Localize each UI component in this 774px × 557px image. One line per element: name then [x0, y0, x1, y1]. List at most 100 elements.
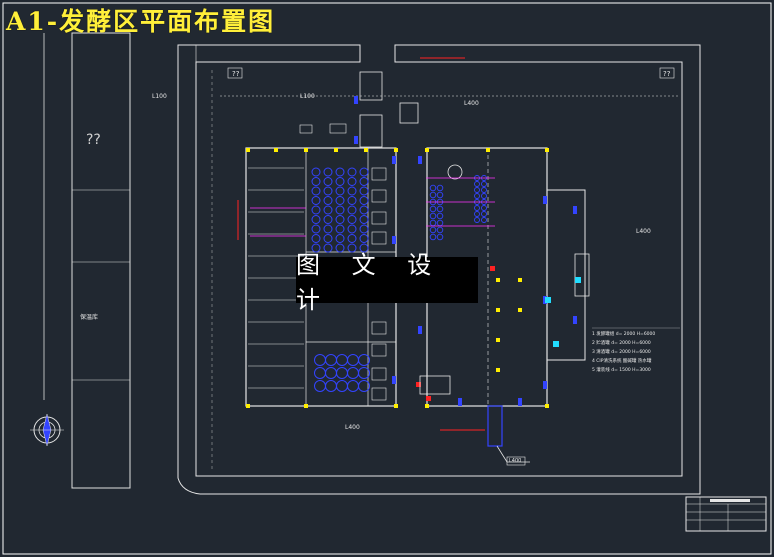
road-block-left — [71, 32, 131, 489]
column-marker — [394, 404, 398, 408]
drawing-title: A1-发酵区平面布置图 — [6, 7, 276, 36]
tank-circle — [323, 234, 333, 243]
tank-circle — [323, 196, 333, 205]
column-marker — [545, 148, 549, 152]
road-label: 保温库 — [80, 314, 99, 321]
tank-circle — [358, 380, 370, 392]
wall-marker — [354, 96, 358, 104]
valve-room — [399, 102, 419, 124]
dim-label-3: L400 — [464, 100, 479, 107]
tank-circle — [336, 354, 348, 366]
tank-circle — [335, 215, 345, 224]
tank-circle — [429, 184, 437, 192]
tank-circle — [323, 205, 333, 215]
tank-circle — [429, 212, 437, 220]
conveyor — [487, 405, 503, 447]
gate-label-box — [506, 456, 526, 466]
tank-circle — [359, 243, 369, 253]
column-marker — [394, 148, 398, 152]
legend-item: 1 发酵罐组 d= 2000 H=6000 — [592, 332, 656, 337]
pump-house — [359, 71, 383, 101]
tank-circle — [436, 184, 444, 192]
tank-circle — [474, 181, 480, 187]
dim-label-2: L100 — [300, 93, 315, 100]
tank-circle — [335, 243, 345, 253]
wall-marker — [418, 156, 422, 164]
column-marker — [496, 368, 500, 372]
tank-circle — [323, 215, 333, 224]
tank-circle — [359, 234, 369, 243]
parking-stripes — [248, 167, 304, 389]
dim-label-1: L100 — [152, 93, 167, 100]
wall-marker — [458, 398, 462, 406]
side-boxes — [371, 167, 387, 401]
tank-array-c — [429, 175, 487, 241]
column-marker — [304, 148, 308, 152]
tank-circle — [347, 354, 359, 366]
wall-marker — [392, 376, 396, 384]
tank-circle — [436, 233, 444, 241]
tank-circle — [347, 234, 357, 243]
tank-circle — [359, 177, 369, 186]
wall-marker — [573, 316, 577, 324]
tank-circle — [358, 367, 370, 379]
tank-circle — [474, 205, 480, 211]
column-marker — [496, 278, 500, 282]
tank-circle — [336, 367, 348, 379]
tank-circle — [429, 191, 437, 199]
tank-circle — [436, 205, 444, 213]
tank-circle — [311, 167, 321, 177]
tank-circle — [474, 217, 480, 223]
tank-circle — [311, 205, 321, 215]
tank-circle — [311, 215, 321, 224]
tank-circle — [335, 167, 345, 177]
watermark: 图 文 设 计 — [296, 251, 478, 314]
column-marker — [496, 308, 500, 312]
red-marker — [490, 266, 495, 271]
area-label-tr: ?? — [663, 70, 671, 78]
dim-label-6: L400 — [509, 458, 522, 464]
tank-circle — [347, 177, 357, 186]
equipment-marker — [575, 277, 581, 283]
tank-circle — [436, 226, 444, 234]
side-box — [371, 231, 387, 245]
column-marker — [274, 148, 278, 152]
tank-array-b — [314, 354, 370, 392]
tank-circle — [311, 186, 321, 196]
column-marker — [425, 404, 429, 408]
tank-circle — [335, 177, 345, 186]
tank-circle — [325, 367, 337, 379]
column-marker — [518, 278, 522, 282]
red-marker — [416, 382, 421, 387]
tank-circle — [325, 354, 337, 366]
north-arrow-icon — [30, 413, 64, 447]
side-box — [371, 189, 387, 203]
equipment-legend: 1 发酵罐组 d= 2000 H=6000 2 贮酒罐 d= 2000 H=60… — [592, 330, 655, 375]
small-box — [227, 67, 243, 79]
area-label-unknown: ?? — [86, 132, 101, 148]
tank-circle — [314, 367, 326, 379]
wall-marker — [543, 196, 547, 204]
column-marker — [518, 308, 522, 312]
column-marker — [364, 148, 368, 152]
tank-circle — [336, 380, 348, 392]
column-marker — [545, 404, 549, 408]
wall-marker — [392, 236, 396, 244]
tank-circle — [311, 177, 321, 186]
tank-circle — [311, 243, 321, 253]
tank-circle — [335, 224, 345, 234]
tank-circle — [481, 211, 487, 217]
tank-circle — [359, 205, 369, 215]
column-marker — [246, 404, 250, 408]
tank-circle — [347, 167, 357, 177]
tank-circle — [311, 224, 321, 234]
tank-circle — [481, 193, 487, 199]
legend-item: 4 CIP清洗系统 酸碱罐 热水罐 — [592, 359, 652, 364]
column-markers — [246, 148, 549, 408]
tank-circle — [474, 187, 480, 193]
tank-circle — [359, 196, 369, 205]
column-marker — [425, 148, 429, 152]
tank-circle — [436, 212, 444, 220]
